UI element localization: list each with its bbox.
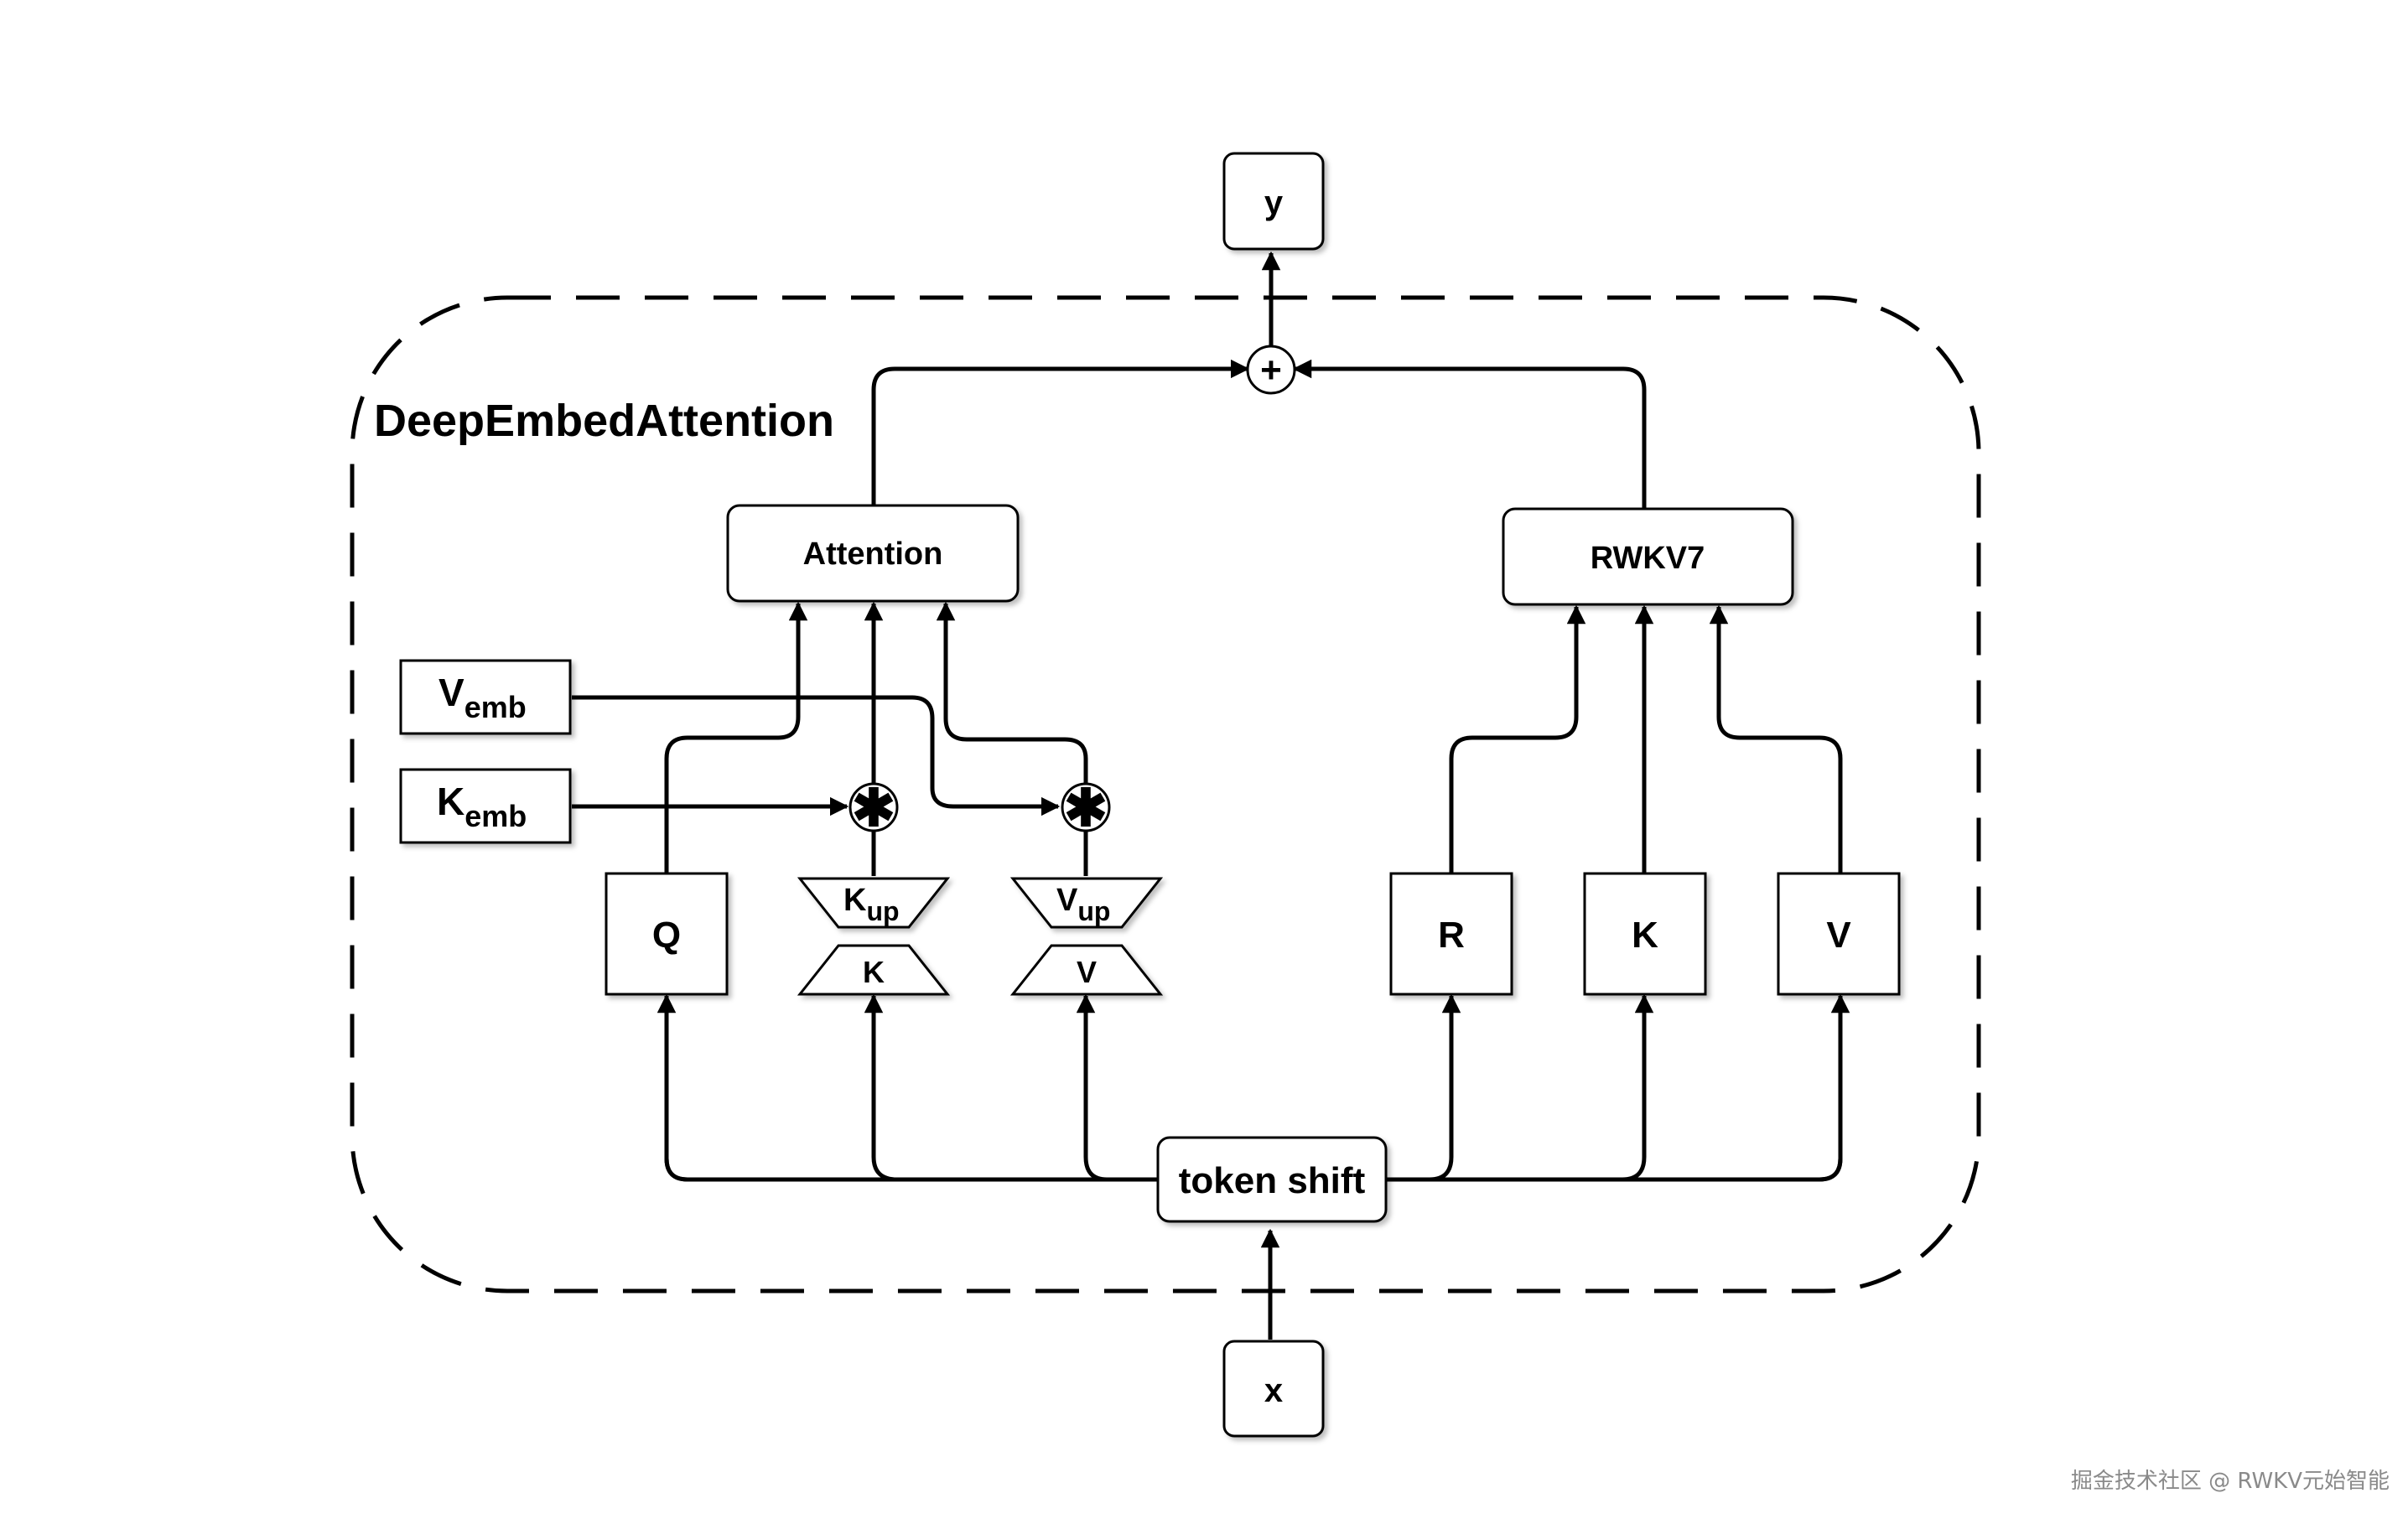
svg-text:y: y — [1264, 184, 1284, 221]
k-down-projection: K — [797, 944, 951, 996]
v-emb-node: Vemb — [399, 659, 572, 735]
v-down-projection: V — [1009, 944, 1164, 996]
edge-mulv-to-attention — [936, 601, 1088, 784]
edge-bus-to-k — [1622, 993, 1654, 1182]
svg-text:V: V — [1826, 915, 1851, 956]
svg-text:Vemb: Vemb — [439, 671, 527, 724]
attention-node: Attention — [726, 504, 1020, 603]
edge-v-to-rwkv7 — [1709, 604, 1843, 874]
svg-text:+: + — [1260, 350, 1282, 391]
svg-text:RWKV7: RWKV7 — [1591, 541, 1705, 576]
sum-operator: + — [1246, 345, 1296, 395]
svg-text:x: x — [1264, 1372, 1283, 1409]
svg-text:✱: ✱ — [1064, 780, 1108, 837]
container-title: DeepEmbedAttention — [374, 396, 834, 446]
edge-bus-to-q — [656, 993, 688, 1182]
svg-text:✱: ✱ — [852, 780, 895, 837]
edge-bus-to-kdown — [864, 993, 898, 1182]
svg-text:R: R — [1438, 915, 1465, 956]
edge-rwkv7-to-sum — [1292, 359, 1647, 509]
edge-bus-to-vdown — [1076, 993, 1108, 1182]
svg-text:K: K — [863, 955, 885, 989]
token-shift-node: token shift — [1156, 1136, 1388, 1223]
svg-text:Kup: Kup — [843, 883, 900, 926]
svg-text:token shift: token shift — [1179, 1160, 1366, 1201]
svg-text:K: K — [1632, 915, 1658, 956]
rwkv7-node: RWKV7 — [1502, 507, 1794, 606]
output-node: y — [1222, 152, 1325, 251]
edge-attention-to-sum — [871, 359, 1250, 505]
edge-q-to-attention — [664, 601, 808, 874]
svg-text:Vup: Vup — [1056, 883, 1110, 926]
k-node: K — [1583, 872, 1707, 996]
multiply-k-operator: ✱ — [849, 780, 899, 837]
edge-bus-to-r — [1429, 993, 1461, 1182]
k-emb-node: Kemb — [399, 768, 572, 844]
svg-text:Q: Q — [652, 915, 681, 956]
v-up-projection: Vup — [1009, 877, 1164, 929]
r-node: R — [1389, 872, 1513, 996]
edge-vemb-to-mulv — [572, 695, 1061, 817]
q-node: Q — [605, 872, 729, 996]
svg-text:Attention: Attention — [803, 537, 943, 572]
k-up-projection: Kup — [797, 877, 951, 929]
watermark-text: 掘金技术社区 @ RWKV元始智能 — [2071, 1469, 2390, 1494]
svg-text:Kemb: Kemb — [437, 780, 527, 833]
edge-bus-to-v — [1819, 993, 1850, 1182]
v-node: V — [1777, 872, 1901, 996]
input-node: x — [1222, 1340, 1325, 1438]
multiply-v-operator: ✱ — [1061, 780, 1111, 837]
edge-r-to-rwkv7 — [1449, 604, 1586, 874]
svg-text:V: V — [1077, 955, 1097, 989]
container-border — [350, 295, 1981, 1293]
